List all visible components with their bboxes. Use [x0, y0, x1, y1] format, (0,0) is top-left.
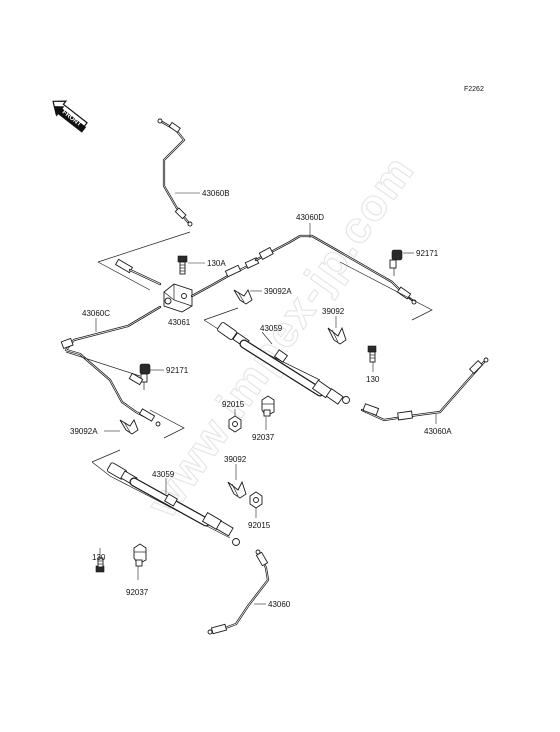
clip-39092A-lower — [119, 419, 139, 435]
sensor-92171-right — [389, 249, 403, 276]
label-39092-upper: 39092 — [322, 307, 345, 316]
label-43060A: 43060A — [424, 427, 452, 436]
label-92037-lower: 92037 — [126, 588, 149, 597]
label-92037-upper: 92037 — [252, 433, 275, 442]
brake-pipe-43060C — [60, 305, 162, 427]
nut-92015-lower — [249, 491, 263, 509]
guide-line — [97, 231, 191, 263]
front-arrow-icon: FRONT — [52, 100, 88, 133]
label-39092A-upper: 39092A — [264, 287, 292, 296]
label-43059-lower: 43059 — [152, 470, 175, 479]
label-43060C: 43060C — [82, 309, 110, 318]
label-39092-lower: 39092 — [224, 455, 247, 464]
clamp-92037-lower — [133, 543, 147, 567]
brake-hose-43059-lower — [106, 462, 240, 546]
label-92015-upper: 92015 — [222, 400, 245, 409]
watermark-text: www.impex-jp.com — [137, 146, 424, 526]
brake-pipe-43060A — [360, 357, 489, 422]
brake-pipe-43060D — [224, 234, 417, 305]
label-43059-upper: 43059 — [260, 324, 283, 333]
clip-39092-lower — [227, 480, 247, 499]
label-43060B: 43060B — [202, 189, 230, 198]
guide-line — [65, 351, 141, 377]
label-92171-right: 92171 — [416, 249, 439, 258]
guide-line — [149, 409, 185, 439]
label-43061: 43061 — [168, 318, 191, 327]
brake-hose-43059-upper — [217, 322, 350, 405]
label-43060D: 43060D — [296, 213, 324, 222]
guide-line — [97, 261, 151, 291]
label-39092A-lower: 39092A — [70, 427, 98, 436]
sensor-92171-left — [128, 363, 151, 390]
clip-39092A-upper — [233, 289, 253, 305]
label-130A: 130A — [207, 259, 226, 268]
bolt-130-right — [367, 345, 377, 363]
nut-92015-upper — [228, 415, 242, 433]
figure-code: F2262 — [464, 86, 484, 93]
clamp-92037-upper — [261, 395, 275, 417]
clip-39092-upper — [327, 326, 347, 345]
label-92171-left: 92171 — [166, 366, 189, 375]
bolt-130A — [177, 255, 188, 275]
label-130-right: 130 — [366, 375, 380, 384]
bolt-130-left — [95, 557, 105, 573]
label-130-left: 130 — [92, 553, 106, 562]
label-43060: 43060 — [268, 600, 291, 609]
brake-pipe-43060 — [207, 549, 270, 635]
guide-line — [339, 261, 433, 321]
label-92015-lower: 92015 — [248, 521, 271, 530]
pipe-end-fitting — [114, 258, 162, 286]
brake-pipe-43060B — [157, 118, 193, 227]
guide-line — [203, 307, 239, 321]
guide-line — [91, 449, 121, 463]
leader-43059-upper — [261, 331, 273, 345]
